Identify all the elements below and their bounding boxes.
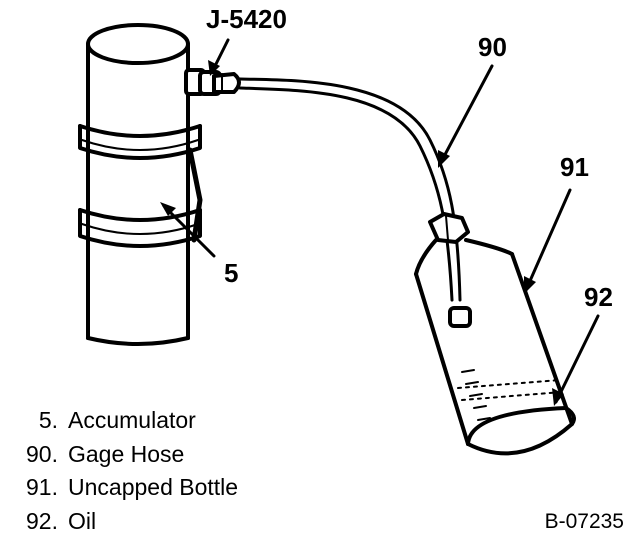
legend-label: Oil (68, 507, 97, 534)
legend-number: 91. (26, 474, 58, 500)
legend: 5. Accumulator 90. Gage Hose 91. Uncapped B… (6, 404, 238, 538)
tool-j5420-fitting (198, 70, 241, 96)
legend-label: Accumulator (68, 407, 196, 433)
legend-number: 90. (26, 440, 58, 467)
callout-gage-hose: 90 (478, 32, 507, 62)
legend-label: Gage Hose (68, 440, 185, 467)
figure-code: B-07235 (544, 510, 624, 533)
legend-number: 92. (26, 507, 58, 534)
uncapped-bottle (414, 212, 576, 456)
legend-item: 90. Gage Hose (6, 438, 238, 472)
callout-bottle: 91 (560, 152, 589, 182)
gage-hose (238, 77, 472, 328)
legend-item: 5. Accumulator (6, 404, 238, 438)
legend-item: 92. Oil (6, 505, 238, 539)
accumulator (78, 23, 206, 346)
arrowheads (160, 60, 564, 406)
callout-oil: 92 (584, 282, 613, 312)
legend-item: 91. Uncapped Bottle (6, 471, 238, 505)
legend-label: Uncapped Bottle (68, 474, 239, 500)
leader-lines (162, 38, 600, 404)
legend-number: 5. (38, 407, 58, 433)
callout-accumulator: 5 (224, 258, 238, 288)
oil (457, 379, 563, 401)
callout-tool: J-5420 (206, 4, 287, 34)
